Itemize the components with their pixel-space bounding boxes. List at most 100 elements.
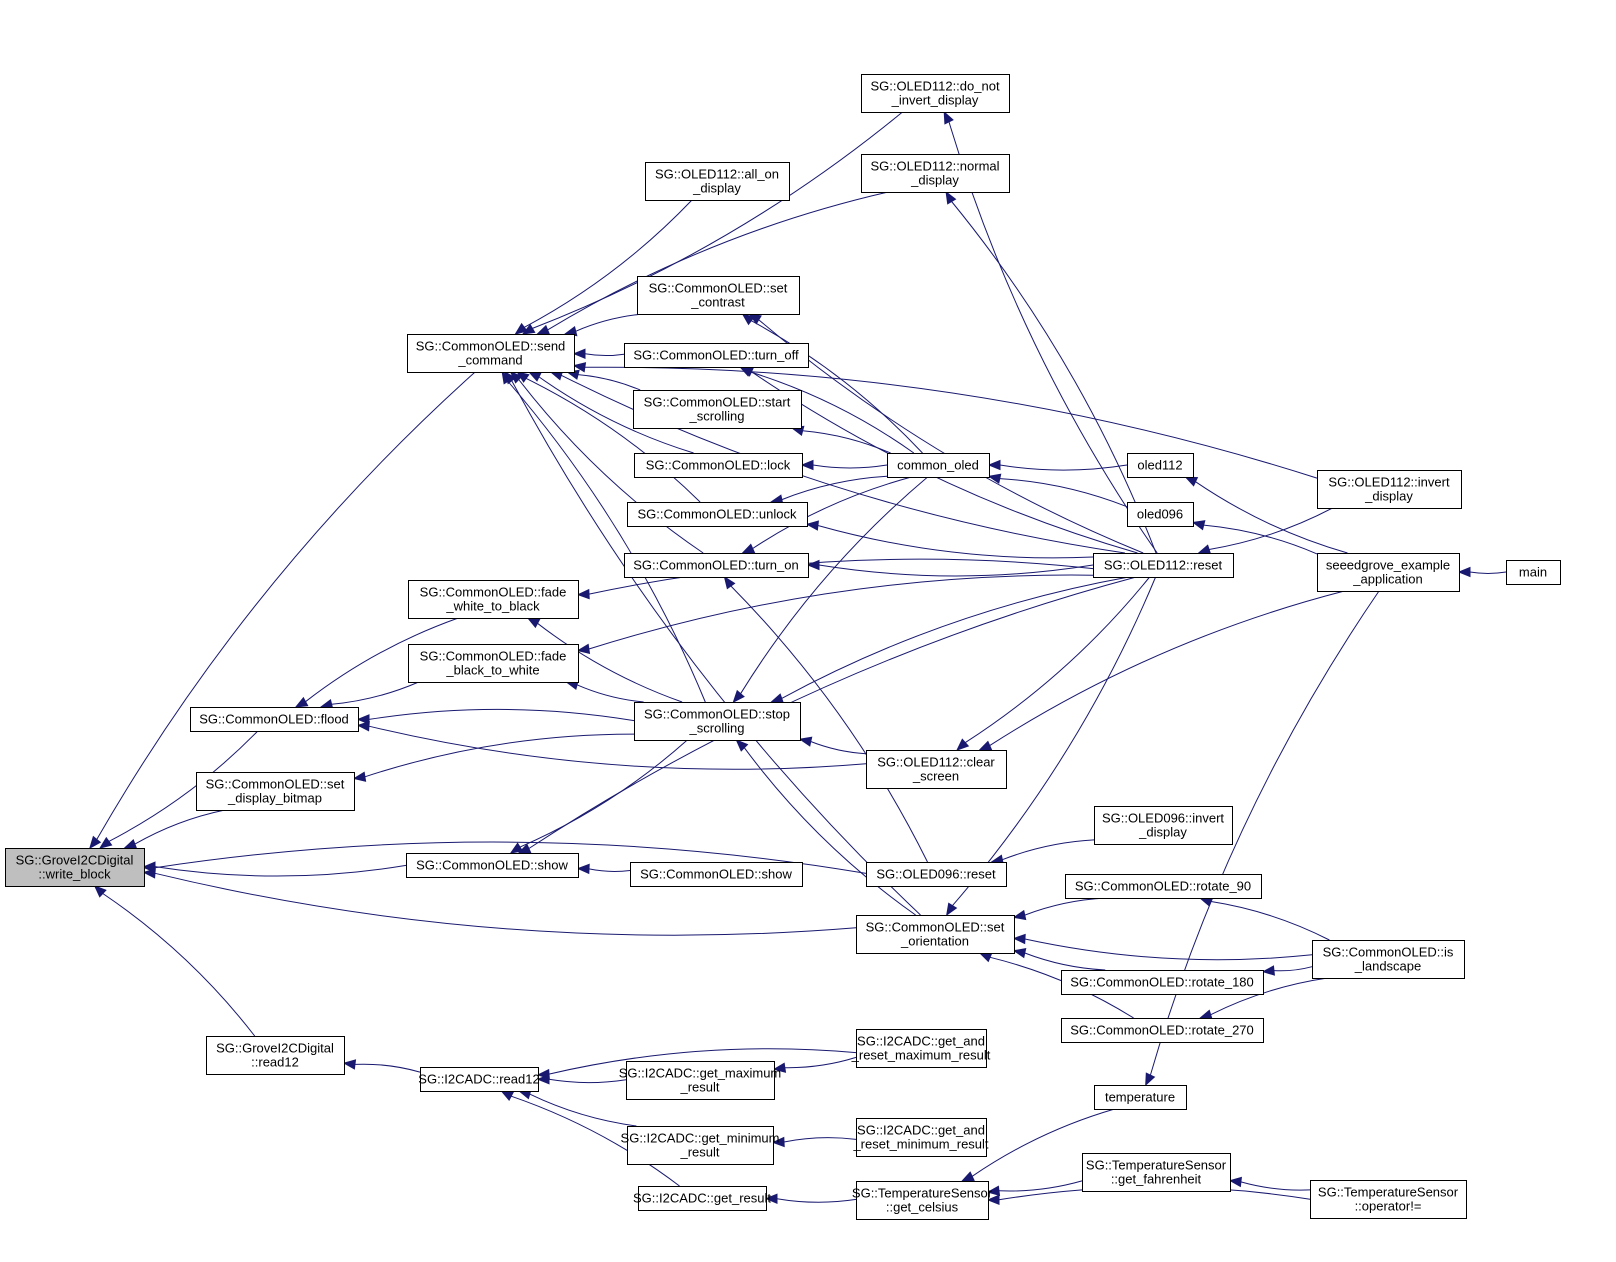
- graph-node-oled112_reset[interactable]: SG::OLED112::reset: [1093, 553, 1234, 578]
- graph-node-write_block[interactable]: SG::GroveI2CDigital::write_block: [5, 848, 145, 887]
- graph-node-adc_read12[interactable]: SG::I2CADC::read12: [418, 1067, 540, 1092]
- node-label-line: ::write_block: [38, 867, 111, 882]
- graph-node-set_display_bitmap[interactable]: SG::CommonOLED::set_display_bitmap: [196, 772, 355, 811]
- graph-node-rotate_180[interactable]: SG::CommonOLED::rotate_180: [1061, 970, 1264, 995]
- node-box: [190, 707, 359, 732]
- arrowhead-icon: [142, 868, 156, 879]
- graph-node-send_command[interactable]: SG::CommonOLED::send_command: [407, 334, 575, 373]
- graph-node-get_max[interactable]: SG::I2CADC::get_maximum_result: [619, 1061, 782, 1100]
- graph-node-get_min[interactable]: SG::I2CADC::get_minimum_result: [621, 1126, 780, 1165]
- edge-line: [529, 1093, 637, 1127]
- edge-line: [1024, 938, 1313, 961]
- arrowhead-icon: [356, 720, 370, 732]
- node-label-line: _black_to_white: [445, 663, 539, 678]
- node-label-line: common_oled: [897, 458, 979, 473]
- call-edge-get_reset_min-to-get_min: [771, 1136, 857, 1148]
- graph-node-oled096_fn[interactable]: oled096: [1127, 502, 1194, 527]
- graph-node-get_fahrenheit[interactable]: SG::TemperatureSensor::get_fahrenheit: [1082, 1153, 1231, 1192]
- node-label-line: ::get_fahrenheit: [1111, 1172, 1202, 1187]
- node-label-line: _contrast: [690, 295, 745, 310]
- graph-node-do_not_invert[interactable]: SG::OLED112::do_not_invert_display: [861, 74, 1010, 113]
- node-label-line: ::get_celsius: [886, 1200, 959, 1215]
- graph-node-rotate_270[interactable]: SG::CommonOLED::rotate_270: [1061, 1018, 1264, 1043]
- arrowhead-icon: [123, 839, 138, 849]
- graph-node-fade_w2b[interactable]: SG::CommonOLED::fade_white_to_black: [408, 580, 579, 619]
- call-edge-set_orientation-to-stop_scrolling: [735, 739, 916, 916]
- graph-node-set_orientation[interactable]: SG::CommonOLED::set_orientation: [856, 915, 1015, 954]
- graph-node-flood[interactable]: SG::CommonOLED::flood: [190, 707, 359, 732]
- node-box: [1061, 1018, 1264, 1043]
- arrowhead-icon: [576, 588, 590, 600]
- graph-node-is_landscape[interactable]: SG::CommonOLED::is_landscape: [1312, 940, 1465, 979]
- call-edge-seeedgrove_app-to-oled096_fn: [1191, 520, 1318, 555]
- graph-node-get_reset_max[interactable]: SG::I2CADC::get_and_reset_maximum_result: [851, 1029, 991, 1068]
- graph-node-unlock[interactable]: SG::CommonOLED::unlock: [627, 502, 808, 527]
- graph-node-rotate_90[interactable]: SG::CommonOLED::rotate_90: [1065, 874, 1262, 899]
- node-label-line: SG::CommonOLED::stop: [644, 707, 790, 722]
- graph-node-turn_on[interactable]: SG::CommonOLED::turn_on: [624, 553, 809, 578]
- call-edge-get_fahrenheit-to-get_celsius: [986, 1180, 1083, 1196]
- graph-node-normal_display[interactable]: SG::OLED112::normal_display: [861, 154, 1010, 193]
- edge-line: [154, 872, 857, 936]
- edge-line: [952, 576, 1157, 906]
- graph-node-clear_screen[interactable]: SG::OLED112::clear_screen: [866, 750, 1007, 789]
- edge-line: [528, 576, 1137, 849]
- node-box: [634, 702, 801, 741]
- node-label-line: _scrolling: [689, 721, 745, 736]
- graph-node-show1[interactable]: SG::CommonOLED::show: [406, 853, 579, 878]
- graph-node-get_celsius[interactable]: SG::TemperatureSensor::get_celsius: [852, 1181, 993, 1220]
- graph-node-get_reset_min[interactable]: SG::I2CADC::get_and_reset_minimum_result: [852, 1118, 989, 1157]
- arrowhead-icon: [572, 362, 587, 373]
- graph-node-main[interactable]: main: [1506, 560, 1561, 585]
- edge-line: [368, 725, 867, 770]
- graph-node-fade_b2w[interactable]: SG::CommonOLED::fade_black_to_white: [408, 644, 579, 683]
- node-box: [407, 334, 575, 373]
- arrowhead-icon: [945, 190, 957, 205]
- graph-node-oled112_fn[interactable]: oled112: [1127, 453, 1194, 478]
- node-box: [866, 750, 1007, 789]
- arrowhead-icon: [576, 643, 591, 655]
- arrowhead-icon: [1012, 909, 1027, 921]
- node-box: [1317, 553, 1460, 592]
- arrowhead-icon: [572, 348, 586, 360]
- graph-node-oled112_invert[interactable]: SG::OLED112::invert_display: [1317, 470, 1462, 509]
- call-edge-oled112_invert-to-oled112_reset: [1197, 507, 1333, 555]
- graph-node-common_oled[interactable]: common_oled: [887, 453, 990, 478]
- arrowhead-icon: [1191, 520, 1206, 531]
- node-label-line: SG::OLED112::do_not: [870, 79, 1000, 94]
- node-label-line: _reset_minimum_result: [852, 1137, 988, 1152]
- graph-node-turn_off[interactable]: SG::CommonOLED::turn_off: [624, 343, 809, 368]
- graph-node-oled096_reset[interactable]: SG::OLED096::reset: [866, 862, 1007, 887]
- arrowhead-icon: [93, 885, 107, 898]
- node-box: [1312, 940, 1465, 979]
- node-label-line: SG::GroveI2CDigital: [216, 1041, 334, 1056]
- call-edge-set_orientation-to-write_block: [142, 868, 857, 936]
- graph-node-start_scrolling[interactable]: SG::CommonOLED::start_scrolling: [633, 390, 802, 429]
- graph-node-show2[interactable]: SG::CommonOLED::show: [630, 862, 803, 887]
- edge-line: [507, 381, 706, 703]
- call-edge-common_oled-to-turn_on: [741, 476, 912, 554]
- arrowhead-icon: [1228, 1176, 1242, 1188]
- call-edge-oled112_invert-to-send_command: [572, 362, 1318, 479]
- graph-node-set_contrast[interactable]: SG::CommonOLED::set_contrast: [637, 276, 800, 315]
- graph-node-oled096_invert[interactable]: SG::OLED096::invert_display: [1094, 806, 1233, 845]
- node-label-line: _display: [1364, 489, 1413, 504]
- node-box: [624, 553, 809, 578]
- graph-node-gi2c_read12[interactable]: SG::GroveI2CDigital::read12: [206, 1036, 345, 1075]
- node-label-line: _screen: [912, 769, 959, 784]
- graph-node-all_on_display[interactable]: SG::OLED112::all_on_display: [645, 162, 790, 201]
- node-box: [206, 1036, 345, 1075]
- graph-node-stop_scrolling[interactable]: SG::CommonOLED::stop_scrolling: [634, 702, 801, 741]
- arrowhead-icon: [527, 371, 542, 382]
- edge-line: [989, 590, 1345, 747]
- graph-node-operator_ne[interactable]: SG::TemperatureSensor::operator!=: [1310, 1180, 1467, 1219]
- graph-node-lock[interactable]: SG::CommonOLED::lock: [634, 453, 803, 478]
- arrowhead-icon: [946, 902, 958, 917]
- graph-node-get_result[interactable]: SG::I2CADC::get_result: [633, 1186, 771, 1211]
- node-label-line: SG::CommonOLED::flood: [199, 712, 349, 727]
- graph-node-temperature[interactable]: temperature: [1094, 1085, 1187, 1110]
- graph-node-seeedgrove_app[interactable]: seeedgrove_example_application: [1317, 553, 1460, 592]
- edge-line: [781, 576, 1129, 699]
- call-edge-stop_scrolling-to-fade_b2w: [565, 679, 644, 703]
